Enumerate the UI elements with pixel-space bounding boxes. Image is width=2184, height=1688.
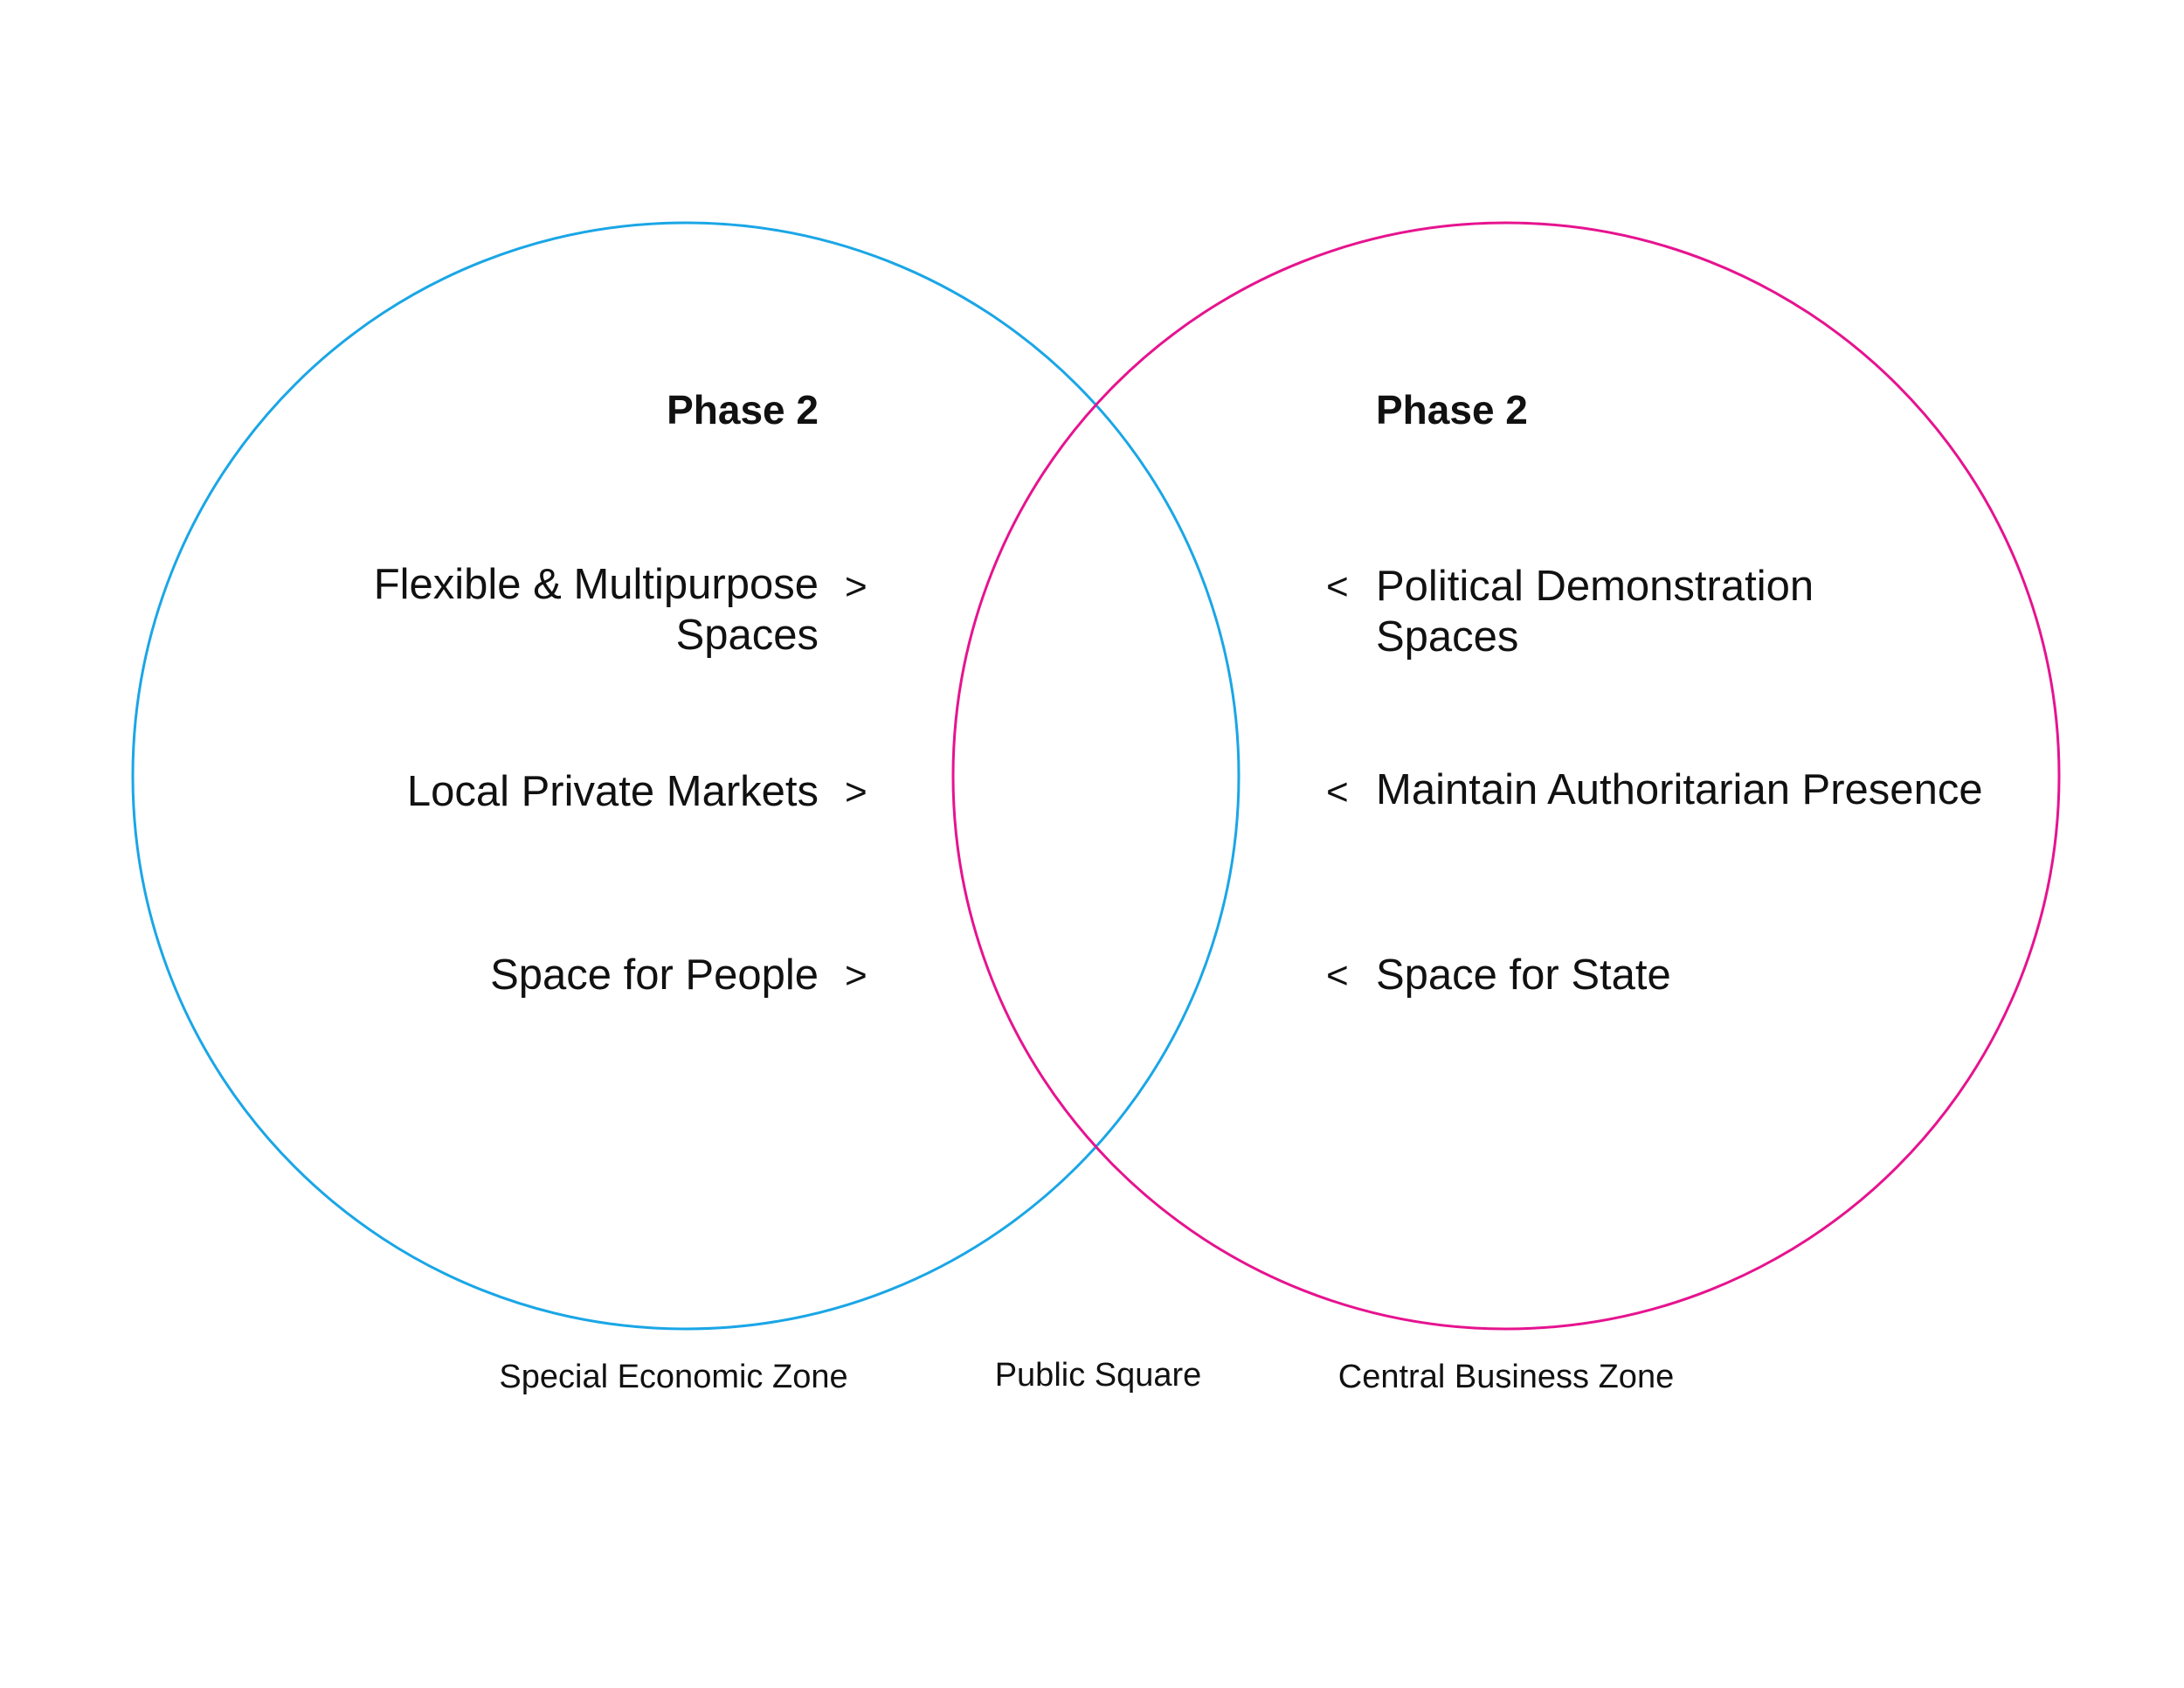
- right-item-political-line1: Political Demonstration: [1376, 563, 1814, 610]
- left-arrow-2: >: [845, 771, 867, 813]
- right-arrow-1: <: [1326, 565, 1349, 608]
- left-item-space-for-people: Space for People: [490, 951, 819, 999]
- right-arrow-2: <: [1326, 771, 1349, 813]
- left-item-flexible-line2: Spaces: [675, 612, 819, 659]
- right-item-political-demonstration: Political Demonstration Spaces: [1376, 561, 1814, 662]
- left-item-flexible-line1: Flexible & Multipurpose: [373, 561, 819, 608]
- left-item-local-markets: Local Private Markets: [406, 768, 819, 815]
- left-arrow-3: >: [845, 954, 867, 997]
- right-arrow-3: <: [1326, 954, 1349, 997]
- left-heading: Phase 2: [667, 387, 819, 432]
- right-heading: Phase 2: [1376, 387, 1528, 432]
- right-item-authoritarian-presence: Maintain Authoritarian Presence: [1376, 766, 1983, 813]
- central-business-zone-circle: [951, 221, 2061, 1331]
- special-economic-zone-circle: [131, 221, 1241, 1331]
- right-item-political-line2: Spaces: [1376, 613, 1519, 661]
- right-item-space-for-state: Space for State: [1376, 951, 1671, 999]
- caption-special-economic-zone: Special Economic Zone: [499, 1359, 848, 1395]
- left-item-flexible-spaces: Flexible & Multipurpose Spaces: [374, 559, 819, 661]
- caption-public-square: Public Square: [994, 1357, 1202, 1394]
- caption-central-business-zone: Central Business Zone: [1337, 1359, 1675, 1395]
- left-arrow-1: >: [845, 565, 867, 608]
